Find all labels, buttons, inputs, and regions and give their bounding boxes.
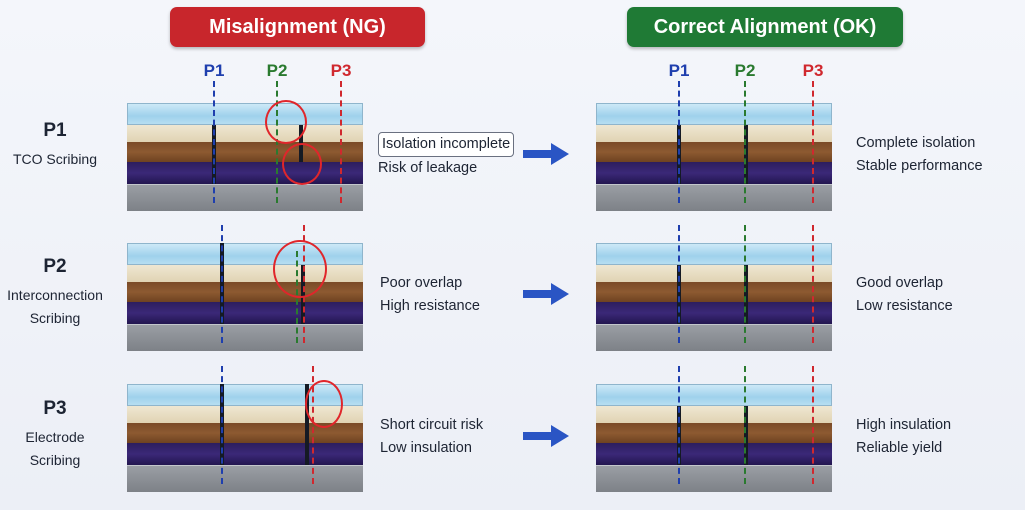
ng-text-line: Short circuit risk <box>380 417 484 433</box>
row-id: P3 <box>43 398 67 419</box>
ok-text-line: Stable performance <box>856 158 983 174</box>
p3-dashed-line <box>812 81 814 203</box>
ok-p3-description: High insulation Reliable yield <box>856 414 951 460</box>
ng-p3-layer-stack <box>127 366 363 492</box>
row-id: P2 <box>43 256 67 277</box>
ok-p1-layer-stack <box>596 81 832 211</box>
misalignment-banner: Misalignment (NG) <box>170 7 425 47</box>
row-label-p3: P3 Electrode Scribing <box>0 398 110 472</box>
ok-p3-layer-stack <box>596 366 832 492</box>
ng-text-line: Isolation incomplete <box>378 132 515 157</box>
ng-p3-description: Short circuit risk Low insulation <box>380 414 483 460</box>
p2-dashed-line <box>744 81 746 203</box>
row-name-line: Interconnection <box>7 287 103 303</box>
ng-text-line: Risk of leakage <box>378 160 478 176</box>
ng-p2-description: Poor overlap High resistance <box>380 272 480 318</box>
misalignment-title: Misalignment (NG) <box>209 15 386 38</box>
p1-dashed-line <box>213 81 215 203</box>
defect-circle <box>265 100 307 144</box>
ok-p1-header: P1 <box>668 61 690 80</box>
ng-text-line: High resistance <box>380 298 480 314</box>
row-name-line: TCO Scribing <box>12 151 98 167</box>
p3-scribe-cut <box>305 384 309 465</box>
correct-alignment-title: Correct Alignment (OK) <box>653 15 877 38</box>
defect-circle <box>282 143 322 185</box>
row-name-line: Electrode <box>25 429 85 445</box>
row-label-p1: P1 TCO Scribing <box>0 120 110 171</box>
p1-dashed-line <box>678 225 680 343</box>
p3-dashed-line <box>312 366 314 484</box>
p1-dashed-line <box>678 366 680 484</box>
p3-dashed-line <box>340 81 342 203</box>
ok-p2-header: P2 <box>734 61 756 80</box>
scribe-cut <box>744 125 748 184</box>
p1-dashed-line <box>221 366 223 484</box>
p2-dashed-line <box>744 225 746 343</box>
p1-dashed-line <box>221 225 223 343</box>
ok-text-line: Reliable yield <box>856 440 943 456</box>
ok-p2-layer-stack <box>596 225 832 351</box>
ok-p1-description: Complete isolation Stable performance <box>856 132 983 178</box>
p2-scribe-cut <box>744 406 748 465</box>
p1-dashed-line <box>678 81 680 203</box>
correct-alignment-banner: Correct Alignment (OK) <box>627 7 903 47</box>
p3-dashed-line <box>812 225 814 343</box>
ng-p3-header: P3 <box>330 61 352 80</box>
defect-circle <box>273 240 327 298</box>
ok-text-line: Low resistance <box>856 298 953 314</box>
ng-p2-header: P2 <box>266 61 288 80</box>
ok-p2-description: Good overlap Low resistance <box>856 272 953 318</box>
row-label-p2: P2 Interconnection Scribing <box>0 256 110 330</box>
ok-text-line: Good overlap <box>856 275 944 291</box>
ng-p1-layer-stack <box>127 81 363 211</box>
ok-text-line: Complete isolation <box>856 135 976 151</box>
row-id: P1 <box>43 120 67 141</box>
ng-p1-description: Isolation incomplete Risk of leakage <box>378 132 515 180</box>
ok-text-line: High insulation <box>856 417 952 433</box>
arrow-right-icon <box>523 283 569 305</box>
ng-text-line: Low insulation <box>380 440 472 456</box>
ng-text-line: Poor overlap <box>380 275 463 291</box>
p2-scribe-cut <box>744 265 748 324</box>
ng-p1-header: P1 <box>203 61 225 80</box>
arrow-right-icon <box>523 143 569 165</box>
ng-p2-layer-stack <box>127 225 363 351</box>
p2-dashed-line <box>744 366 746 484</box>
row-name-line: Scribing <box>29 452 81 468</box>
defect-circle <box>305 380 343 428</box>
arrow-right-icon <box>523 425 569 447</box>
p3-dashed-line <box>812 366 814 484</box>
ok-p3-header: P3 <box>802 61 824 80</box>
row-name-line: Scribing <box>29 310 81 326</box>
